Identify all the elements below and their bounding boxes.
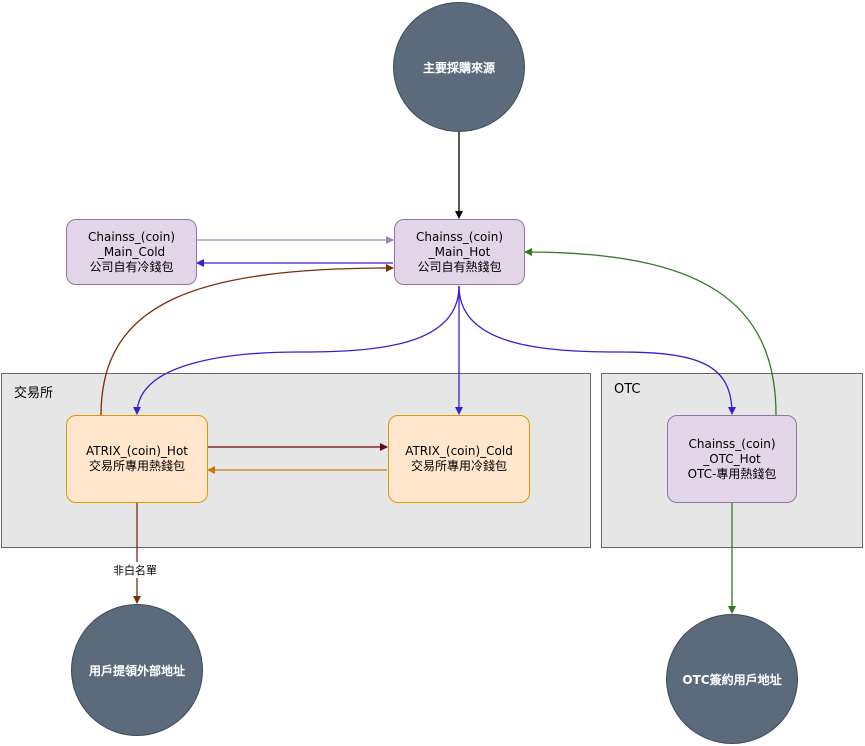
otc-user-node-label: OTC簽約用戶地址 xyxy=(682,672,782,687)
edge-main-hot-to-atrix-hot xyxy=(133,285,460,415)
otc-hot-line1: Chainss_(coin) xyxy=(688,436,776,451)
main-hot-line2: _Main_Hot xyxy=(428,244,491,259)
atrix-cold-line1: ATRIX_(coin)_Cold xyxy=(405,444,513,458)
user-external-node[interactable]: 用戶提領外部地址 xyxy=(71,604,203,736)
otc-user-node[interactable]: OTC簽約用戶地址 xyxy=(666,614,798,744)
main-cold-line1: Chainss_(coin) xyxy=(87,229,176,244)
main-cold-line2: _Main_Cold xyxy=(97,244,166,259)
main-hot-line1: Chainss_(coin) xyxy=(415,229,504,244)
atrix-hot-line1: ATRIX_(coin)_Hot xyxy=(85,444,189,458)
source-node[interactable]: 主要採購來源 xyxy=(393,2,525,132)
main-cold-wallet-node[interactable]: Chainss_(coin) _Main_Cold 公司自有冷錢包 xyxy=(66,219,197,285)
edge-main-hot-to-otc-hot xyxy=(458,285,736,415)
atrix-hot-wallet-node[interactable]: ATRIX_(coin)_Hot 交易所專用熱錢包 xyxy=(66,415,208,503)
atrix-cold-line2: 交易所專用冷錢包 xyxy=(410,459,507,473)
main-hot-line3: 公司自有熱錢包 xyxy=(417,259,502,274)
otc-group-label: OTC xyxy=(614,382,641,397)
atrix-cold-wallet-node[interactable]: ATRIX_(coin)_Cold 交易所專用冷錢包 xyxy=(388,415,530,503)
edge-atrix-hot-to-main-hot xyxy=(100,264,394,416)
otc-hot-line2: _OTC_Hot xyxy=(703,451,761,466)
main-cold-line3: 公司自有冷錢包 xyxy=(89,259,174,274)
edge-otc-hot-to-main-hot xyxy=(524,248,777,416)
otc-hot-line3: OTC-專用熱錢包 xyxy=(687,466,777,481)
user-external-node-label: 用戶提領外部地址 xyxy=(88,663,185,678)
atrix-hot-line2: 交易所專用熱錢包 xyxy=(88,459,185,473)
exchange-group-label: 交易所 xyxy=(14,386,54,401)
source-node-label: 主要採購來源 xyxy=(422,60,495,75)
edge-label-non-whitelist: 非白名單 xyxy=(111,562,159,578)
otc-hot-wallet-node[interactable]: Chainss_(coin) _OTC_Hot OTC-專用熱錢包 xyxy=(667,415,797,503)
main-hot-wallet-node[interactable]: Chainss_(coin) _Main_Hot 公司自有熱錢包 xyxy=(394,219,525,285)
